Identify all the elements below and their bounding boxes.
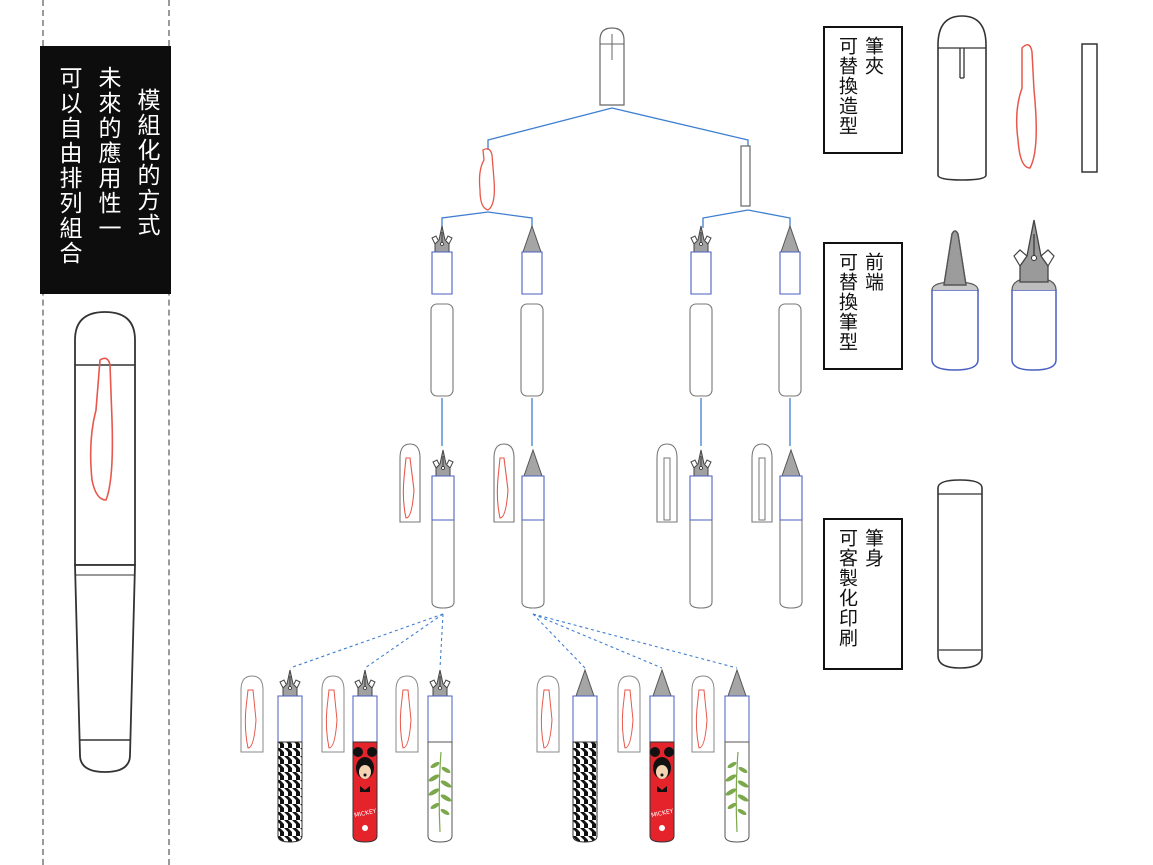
- assembled-pen-large: [74, 311, 136, 773]
- front-label-desc: 可替換筆型: [836, 252, 858, 352]
- body-label-desc: 可客製化印刷: [836, 528, 858, 648]
- clip-label-desc: 可替換造型: [836, 36, 858, 136]
- front-label-box: 前端 可替換筆型: [823, 242, 903, 370]
- body-option: [937, 479, 983, 669]
- tree-straight-clip: [740, 145, 751, 207]
- mickey-print-right: MICKEY: [651, 808, 675, 820]
- tree-red-clip: [478, 148, 496, 211]
- blue-connectors: [441, 107, 791, 446]
- tree-root-cap: [599, 27, 625, 106]
- right-dashed-line: [168, 0, 170, 865]
- clip-label-title: 筆夾: [862, 36, 884, 76]
- tree-fronts: [431, 225, 801, 295]
- left-dashed-line: [42, 0, 44, 865]
- body-label-title: 筆身: [862, 528, 884, 568]
- variation-pens: MICKEY MICKEY: [240, 669, 750, 843]
- front-options: [931, 219, 1057, 371]
- clip-options: [937, 15, 1098, 181]
- tree-assembled-pens: [399, 443, 803, 609]
- dotted-connectors: [289, 613, 738, 669]
- front-label-title: 前端: [862, 252, 884, 292]
- intro-panel: 模組化的方式 未來的應用性一 可以自由排列組合: [40, 46, 171, 294]
- intro-line-2: 可以自由排列組合: [55, 66, 81, 266]
- mickey-print-left: MICKEY: [354, 808, 378, 820]
- tree-bodies: [430, 303, 802, 397]
- clip-label-box: 筆夾 可替換造型: [823, 26, 903, 154]
- intro-heading: 模組化的方式: [133, 88, 159, 238]
- body-label-box: 筆身 可客製化印刷: [823, 518, 903, 670]
- intro-line-1: 未來的應用性一: [94, 66, 120, 241]
